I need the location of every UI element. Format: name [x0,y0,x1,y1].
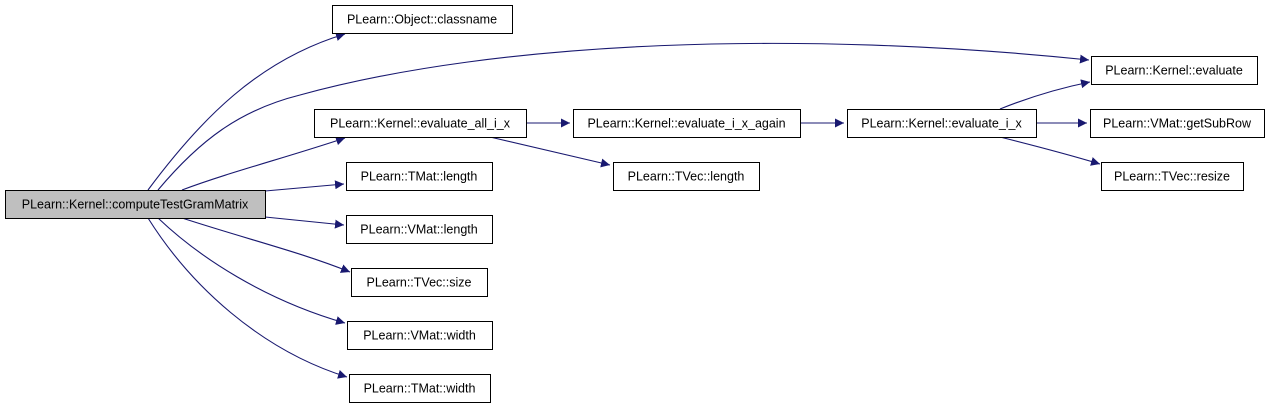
node-label: PLearn::VMat::width [363,329,476,343]
node-label: PLearn::VMat::length [360,223,477,237]
node-kernel_evaluate[interactable]: PLearn::Kernel::evaluate [1091,56,1258,85]
node-box[interactable] [347,321,493,350]
node-box[interactable] [1091,56,1258,85]
node-box[interactable] [1090,109,1265,138]
node-box[interactable] [332,5,513,34]
edge-computeTestGramMatrix-to-tvec_size [181,217,351,273]
node-tmat_length[interactable]: PLearn::TMat::length [346,162,493,191]
node-box[interactable] [613,162,760,191]
node-box[interactable] [5,190,266,219]
node-vmat_width[interactable]: PLearn::VMat::width [347,321,493,350]
node-object_classname[interactable]: PLearn::Object::classname [332,5,513,34]
node-label: PLearn::TVec::size [367,276,472,290]
node-box[interactable] [847,109,1037,138]
node-box[interactable] [573,109,801,138]
node-vmat_getsubrow[interactable]: PLearn::VMat::getSubRow [1090,109,1265,138]
node-box[interactable] [1101,162,1244,191]
node-label: PLearn::TVec::length [628,170,745,184]
node-tvec_resize[interactable]: PLearn::TVec::resize [1101,162,1244,191]
node-evaluate_all_i_x[interactable]: PLearn::Kernel::evaluate_all_i_x [314,109,527,138]
edge-computeTestGramMatrix-to-vmat_width [157,217,346,325]
edge-evaluate_i_x-to-kernel_evaluate [999,79,1091,110]
node-label: PLearn::Kernel::evaluate_i_x [861,117,1022,131]
node-computeTestGramMatrix[interactable]: PLearn::Kernel::computeTestGramMatrix [5,190,266,219]
node-label: PLearn::TMat::width [364,382,476,396]
node-label: PLearn::VMat::getSubRow [1103,117,1252,131]
edge-computeTestGramMatrix-to-kernel_evaluate [157,42,1090,191]
node-box[interactable] [346,162,493,191]
node-vmat_length[interactable]: PLearn::VMat::length [346,215,493,244]
nodes: PLearn::Kernel::computeTestGramMatrixPLe… [5,5,1265,403]
edge-computeTestGramMatrix-to-tmat_length [264,180,345,192]
node-label: PLearn::Kernel::evaluate_i_x_again [587,117,785,131]
node-box[interactable] [351,268,488,297]
edge-computeTestGramMatrix-to-tmat_width [147,217,348,379]
node-box[interactable] [346,215,493,244]
node-label: PLearn::Kernel::evaluate [1105,64,1243,78]
node-label: PLearn::TVec::resize [1114,170,1230,184]
edges [147,32,1101,379]
edge-evaluate_all_i_x-to-tvec_length [489,136,611,168]
edge-computeTestGramMatrix-to-vmat_length [264,216,345,229]
node-label: PLearn::TMat::length [361,170,478,184]
node-evaluate_i_x_again[interactable]: PLearn::Kernel::evaluate_i_x_again [573,109,801,138]
edge-evaluate_i_x-to-tvec_resize [999,136,1101,166]
edge-computeTestGramMatrix-to-object_classname [147,32,346,191]
node-label: PLearn::Kernel::evaluate_all_i_x [330,117,511,131]
node-label: PLearn::Object::classname [347,13,497,27]
node-tmat_width[interactable]: PLearn::TMat::width [349,374,491,403]
node-tvec_length[interactable]: PLearn::TVec::length [613,162,760,191]
node-box[interactable] [314,109,527,138]
node-evaluate_i_x[interactable]: PLearn::Kernel::evaluate_i_x [847,109,1037,138]
node-label: PLearn::Kernel::computeTestGramMatrix [22,198,249,212]
edge-computeTestGramMatrix-to-evaluate_all_i_x [181,136,346,191]
node-box[interactable] [349,374,491,403]
node-tvec_size[interactable]: PLearn::TVec::size [351,268,488,297]
